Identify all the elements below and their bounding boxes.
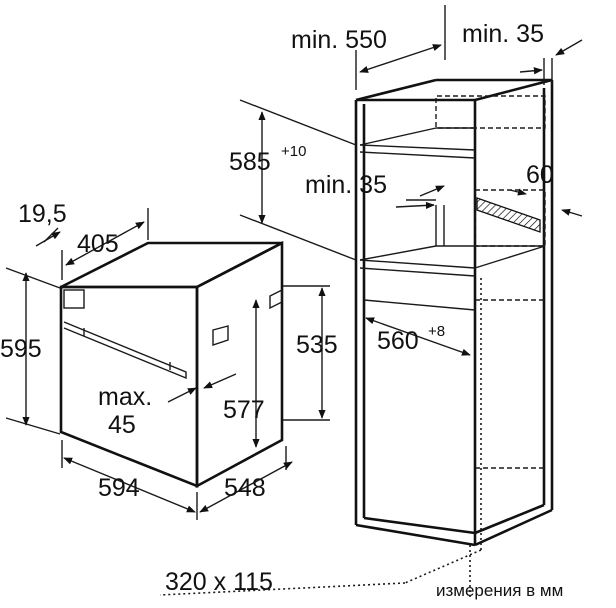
- dim-line-min-550: [359, 44, 442, 73]
- dim-line-60-right: [561, 208, 583, 217]
- dim-line-19-5: [35, 231, 61, 247]
- label-60: 60: [526, 161, 554, 189]
- label-min-550: min. 550: [291, 26, 387, 54]
- label-595: 595: [0, 335, 42, 363]
- oven-drawing: [59, 240, 284, 489]
- label-vent-size: 320 x 115: [165, 568, 273, 596]
- cabinet-drawing: [159, 78, 554, 600]
- label-units: измерения в мм: [436, 581, 563, 600]
- label-535: 535: [296, 331, 338, 359]
- dim-line-max-45-a: [167, 387, 197, 403]
- label-max: max.: [98, 383, 152, 411]
- dim-line-min-35-top-b: [555, 39, 583, 56]
- label-min-35-mid: min. 35: [305, 171, 387, 199]
- dim-line-60: [509, 188, 527, 196]
- oven-hinge: [212, 325, 229, 346]
- dim-line-548: [199, 461, 293, 513]
- dim-line-min-35-mid-a: [395, 201, 435, 210]
- label-594: 594: [98, 474, 140, 502]
- label-405: 405: [77, 230, 119, 258]
- dim-line-min-35-top-a: [519, 67, 543, 75]
- label-577: 577: [223, 396, 265, 424]
- label-585: 585: [229, 148, 271, 176]
- cabinet-dimensions: [239, 5, 583, 356]
- label-560-superscript: +8: [428, 323, 445, 340]
- hatched-vent-insert: [476, 197, 541, 233]
- dim-line-560: [365, 317, 471, 356]
- dim-line-405: [65, 221, 145, 266]
- oven-door-handle: [63, 321, 187, 380]
- label-548: 548: [224, 474, 266, 502]
- labels: min. 550 min. 35 585 +10 min. 35 60 19,5…: [0, 20, 563, 600]
- oven-dimensions: [5, 208, 330, 520]
- label-560: 560: [377, 327, 419, 355]
- label-585-superscript: +10: [281, 143, 306, 160]
- label-19-5: 19,5: [18, 200, 67, 228]
- oven-control-panel: [63, 289, 85, 309]
- oven-side-tab: [269, 288, 283, 310]
- oven-side-face: [195, 240, 284, 489]
- dim-line-594: [63, 457, 196, 513]
- dim-line-min-35-mid-b: [419, 185, 445, 197]
- dim-line-max-45-b: [203, 373, 237, 389]
- label-45: 45: [108, 411, 136, 439]
- label-min-35-top: min. 35: [462, 20, 544, 48]
